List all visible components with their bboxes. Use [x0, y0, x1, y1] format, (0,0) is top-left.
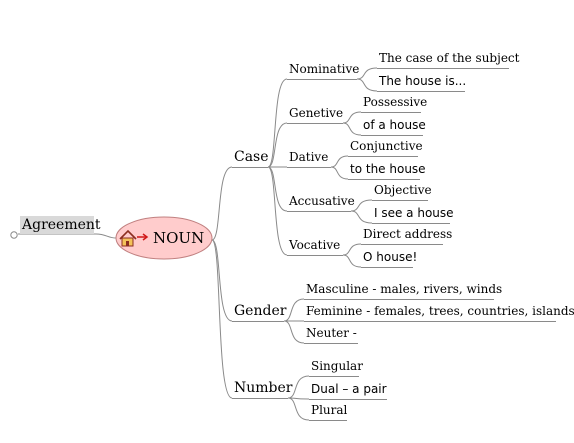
node-underline — [287, 79, 357, 80]
leaf-edge — [342, 122, 362, 136]
root-node-label[interactable]: NOUN — [153, 229, 205, 247]
case-leaf-label[interactable]: of a house — [363, 118, 426, 132]
case-leaf-label[interactable]: I see a house — [374, 206, 454, 220]
number-leaf-label[interactable]: Singular — [311, 359, 363, 373]
leaf-edge — [342, 111, 362, 124]
gender-leaf-label[interactable]: Masculine - males, rivers, winds — [306, 282, 503, 296]
case-edge — [267, 122, 288, 168]
leaf-edge — [283, 320, 305, 344]
node-underline — [287, 123, 343, 124]
node-underline — [361, 267, 413, 268]
root-node-ellipse[interactable] — [115, 216, 213, 260]
number-leaf-label[interactable]: Dual – a pair — [311, 382, 387, 396]
leaf-edge — [287, 397, 310, 421]
number-leaf-label[interactable]: Plural — [311, 403, 348, 417]
leaf-edge — [342, 254, 362, 268]
case-dative-label[interactable]: Dative — [289, 150, 329, 164]
agreement-node-label[interactable]: Agreement — [22, 217, 101, 233]
case-leaf-label[interactable]: The case of the subject — [379, 51, 520, 65]
gender-leaf-label[interactable]: Feminine - females, trees, countries, is… — [306, 304, 574, 318]
node-underline — [287, 167, 331, 168]
leaf-edge — [330, 155, 349, 168]
leaf-edge — [350, 199, 373, 212]
node-underline — [377, 91, 465, 92]
node-underline — [361, 112, 421, 113]
branch-underline — [232, 167, 268, 168]
branch-underline — [232, 321, 284, 322]
branch-edge — [211, 239, 233, 399]
branch-case-label[interactable]: Case — [234, 149, 269, 165]
node-underline — [377, 68, 509, 69]
branch-number-label[interactable]: Number — [234, 380, 293, 396]
home-link-icon[interactable] — [119, 229, 149, 247]
node-underline — [309, 376, 359, 377]
branch-gender-label[interactable]: Gender — [234, 303, 287, 319]
case-leaf-label[interactable]: Possessive — [363, 95, 428, 109]
node-underline — [309, 420, 347, 421]
leaf-edge — [283, 298, 305, 322]
node-underline — [348, 156, 418, 157]
case-vocative-label[interactable]: Vocative — [289, 238, 341, 252]
leaf-edge — [350, 210, 373, 224]
branch-edge — [211, 239, 233, 322]
agreement-connector — [10, 231, 117, 239]
node-underline — [287, 255, 343, 256]
node-underline — [304, 299, 494, 300]
node-underline — [372, 200, 428, 201]
node-underline — [372, 223, 450, 224]
case-leaf-label[interactable]: Objective — [374, 183, 432, 197]
leaf-edge — [330, 166, 349, 180]
node-underline — [361, 135, 423, 136]
leaf-edge — [356, 78, 378, 92]
leaf-edge — [342, 243, 362, 256]
agreement-highlight — [20, 216, 94, 234]
leaf-edge — [356, 67, 378, 80]
branch-edge — [211, 166, 233, 241]
case-leaf-label[interactable]: O house! — [363, 250, 418, 264]
case-leaf-label[interactable]: to the house — [350, 162, 426, 176]
gender-leaf-label[interactable]: Neuter - — [306, 326, 357, 340]
case-accusative-label[interactable]: Accusative — [289, 194, 355, 208]
node-underline — [361, 244, 443, 245]
node-underline — [304, 321, 556, 322]
case-leaf-label[interactable]: The house is... — [379, 74, 467, 88]
case-edge — [267, 166, 288, 256]
case-genetive-label[interactable]: Genetive — [289, 106, 344, 120]
case-edge — [267, 78, 288, 168]
collapse-handle[interactable] — [10, 231, 18, 239]
branch-underline — [232, 398, 288, 399]
node-underline — [348, 179, 420, 180]
leaf-edge — [287, 375, 310, 399]
case-nominative-label[interactable]: Nominative — [289, 62, 360, 76]
case-leaf-label[interactable]: Direct address — [363, 227, 453, 241]
node-underline — [287, 211, 351, 212]
node-underline — [309, 399, 387, 400]
node-underline — [304, 343, 358, 344]
case-leaf-label[interactable]: Conjunctive — [350, 139, 423, 153]
case-edge — [267, 166, 288, 212]
